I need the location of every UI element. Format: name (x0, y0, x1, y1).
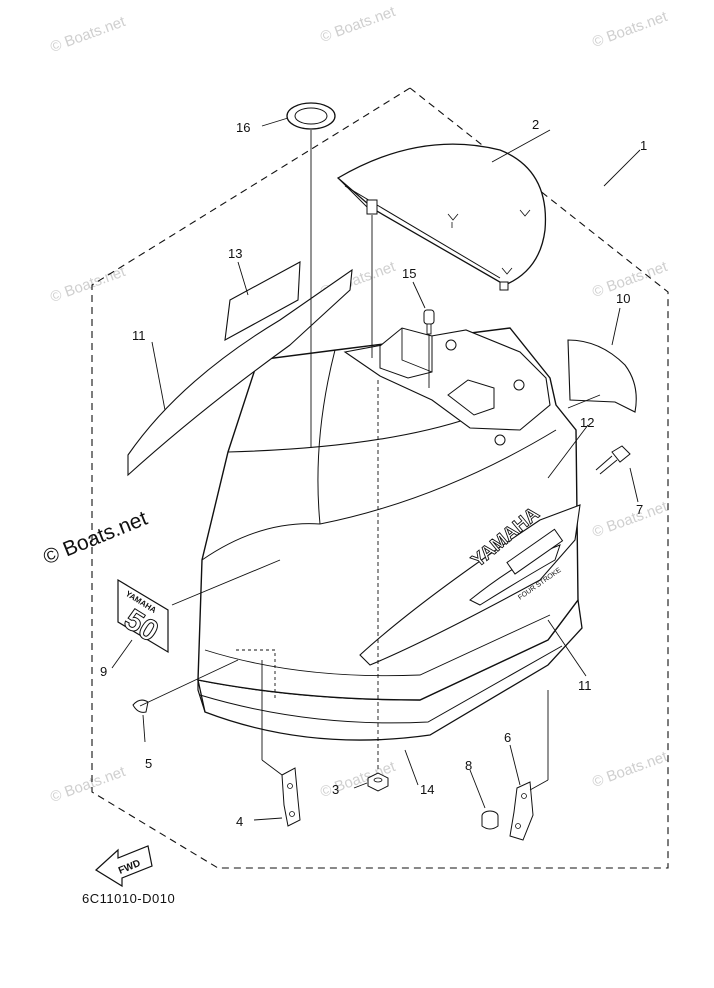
cap-part-8 (481, 810, 499, 830)
stripe-part-11-upper (127, 268, 353, 477)
callout-8: 8 (465, 758, 472, 773)
callout-16: 16 (236, 120, 250, 135)
callout-5: 5 (145, 756, 152, 771)
callout-15: 15 (402, 266, 416, 281)
callout-10: 10 (616, 291, 630, 306)
bracket-part-6 (509, 781, 534, 841)
assembly-boundary (91, 87, 669, 869)
emblem-part-9: YAMAHA 50 (117, 578, 169, 654)
rear-cover-part-2 (336, 143, 547, 286)
diagram-code: 6C11010-D010 (82, 891, 176, 906)
panel-part-10 (567, 339, 637, 413)
four-stroke-decal (506, 528, 564, 575)
callout-6: 6 (504, 730, 511, 745)
bolt-part-7 (595, 445, 631, 475)
decal-part-13 (224, 261, 301, 341)
callout-2: 2 (532, 117, 539, 132)
callout-13: 13 (228, 246, 242, 261)
fwd-arrow-icon: FWD (95, 845, 153, 888)
cowl-rim-inner (199, 645, 563, 724)
callout-1: 1 (640, 138, 647, 153)
callout-4: 4 (236, 814, 243, 829)
callout-7: 7 (636, 502, 643, 517)
callout-3: 3 (332, 782, 339, 797)
callout-11-lower: 11 (578, 678, 592, 693)
callout-12: 12 (580, 415, 594, 430)
callout-11-upper: 11 (132, 328, 146, 343)
callout-9: 9 (100, 664, 107, 679)
bracket-part-4 (281, 767, 301, 827)
callout-14: 14 (420, 782, 434, 797)
plug-part-15 (423, 309, 435, 325)
